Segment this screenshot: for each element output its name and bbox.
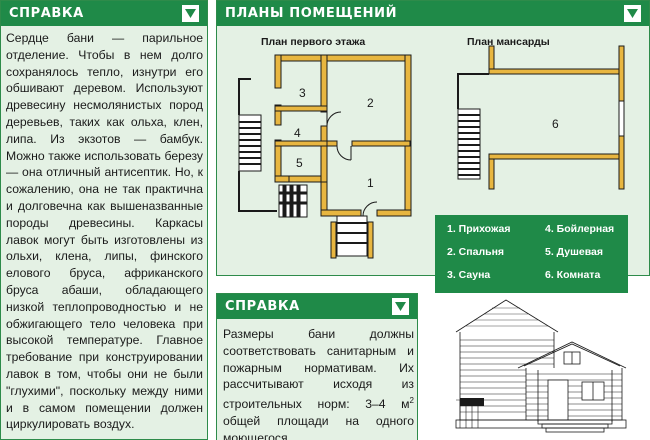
bench-grid — [278, 184, 308, 218]
window — [618, 100, 625, 137]
log-wall — [488, 158, 495, 190]
room-number-5: 5 — [296, 156, 303, 170]
log-wall — [618, 135, 625, 190]
log-wall — [274, 105, 328, 112]
legend-item: 5. Душевая — [545, 246, 603, 258]
note-text-part: общей площади на одного моющегося. — [223, 414, 414, 440]
room-number-6: 6 — [552, 117, 559, 131]
bathhouse-illustration — [455, 299, 627, 433]
plans-panel: ПЛАНЫ ПОМЕЩЕНИЙ План первого этажа План … — [216, 0, 650, 293]
log-wall — [404, 54, 412, 216]
plans-title: ПЛАНЫ ПОМЕЩЕНИЙ — [225, 6, 398, 21]
door-swings — [326, 111, 378, 217]
log-wall — [376, 209, 412, 217]
rooms-legend: 1. Прихожая 2. Спальня 3. Сауна 4. Бойле… — [435, 215, 628, 293]
sidebar-text: Сердце бани — парильное отделение. Чтобы… — [6, 31, 203, 432]
floor-plans-drawing — [238, 45, 625, 259]
log-wall — [274, 54, 282, 89]
collapse-triangle-icon[interactable] — [624, 5, 641, 22]
legend-item: 2. Спальня — [447, 246, 505, 258]
sidebar-header: СПРАВКА — [1, 1, 207, 26]
entrance-porch — [330, 215, 374, 259]
sidebar-title: СПРАВКА — [9, 6, 84, 21]
stairs-first-floor — [238, 114, 262, 172]
log-wall — [274, 54, 411, 62]
log-wall — [488, 153, 625, 160]
room-number-4: 4 — [294, 126, 301, 140]
first-floor-plan-title: План первого этажа — [261, 36, 366, 48]
log-wall — [618, 45, 625, 102]
note-title: СПРАВКА — [225, 299, 300, 314]
note-panel: СПРАВКА Размеры бани должны соответствов… — [216, 293, 418, 440]
plans-drawing-area: План первого этажа План мансарды — [217, 26, 649, 293]
log-wall — [274, 104, 282, 126]
log-wall — [351, 140, 411, 147]
log-wall — [274, 140, 328, 147]
log-wall — [488, 45, 495, 70]
sidebar-panel: СПРАВКА Сердце бани — парильное отделени… — [0, 0, 208, 440]
stairs-attic — [457, 108, 481, 180]
attic-plan-title: План мансарды — [467, 36, 550, 48]
log-wall — [320, 54, 328, 113]
attic-stair-rail — [457, 73, 489, 109]
legend-item: 6. Комната — [545, 269, 601, 281]
room-number-3: 3 — [299, 86, 306, 100]
room-number-1: 1 — [367, 176, 374, 190]
terrace-rail — [238, 171, 277, 212]
note-text-part: Размеры бани должны соответствовать сани… — [223, 327, 414, 412]
legend-item: 4. Бойлерная — [545, 223, 615, 235]
legend-item: 3. Сауна — [447, 269, 491, 281]
legend-item: 1. Прихожая — [447, 223, 511, 235]
log-wall — [326, 140, 338, 147]
dark-rail — [460, 398, 484, 406]
plans-header: ПЛАНЫ ПОМЕЩЕНИЙ — [217, 1, 649, 26]
collapse-triangle-icon[interactable] — [182, 5, 199, 22]
note-superscript: 2 — [409, 396, 414, 406]
note-header: СПРАВКА — [217, 294, 417, 319]
stair-rail — [238, 78, 251, 115]
log-wall — [320, 209, 362, 217]
note-text: Размеры бани должны соответствовать сани… — [223, 326, 414, 440]
log-wall — [274, 175, 290, 183]
collapse-triangle-icon[interactable] — [392, 298, 409, 315]
room-number-2: 2 — [367, 96, 374, 110]
log-wall — [488, 68, 625, 75]
log-wall — [320, 125, 328, 183]
